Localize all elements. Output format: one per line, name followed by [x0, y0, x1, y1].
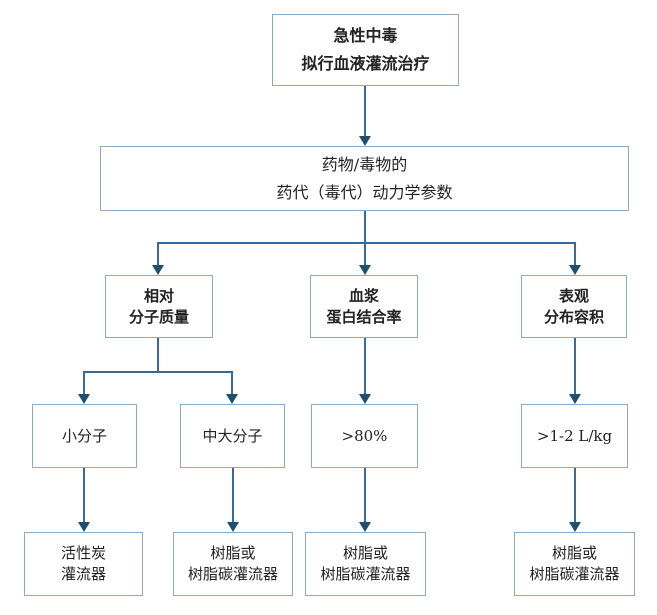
node-distribution-volume: 表观 分布容积	[521, 275, 627, 338]
node-line: >80%	[341, 426, 388, 445]
node-resin-perfusion-mw: 树脂或 树脂碳灌流器	[173, 532, 293, 596]
node-line: 药物/毒物的	[321, 154, 408, 174]
node-line: 拟行血液灌流治疗	[301, 54, 430, 73]
node-line: 血浆	[348, 286, 379, 305]
node-line: 药代（毒代）动力学参数	[276, 182, 453, 202]
node-line: 相对	[143, 286, 174, 305]
node-protein-binding: 血浆 蛋白结合率	[310, 275, 418, 338]
node-line: 小分子	[61, 426, 107, 445]
node-line: 树脂碳灌流器	[187, 565, 278, 583]
node-line: 活性炭	[60, 544, 106, 562]
node-volume-gt-1-2: >1-2 L/kg	[521, 404, 628, 468]
node-acute-poisoning: 急性中毒 拟行血液灌流治疗	[272, 14, 459, 86]
node-line: 树脂碳灌流器	[320, 565, 411, 583]
node-resin-perfusion-ppb: 树脂或 树脂碳灌流器	[305, 532, 426, 596]
node-line: 树脂或	[342, 544, 388, 562]
node-charcoal-perfusion: 活性炭 灌流器	[24, 532, 143, 596]
node-molecular-mass: 相对 分子质量	[105, 275, 213, 338]
node-line: 中大分子	[202, 426, 263, 445]
node-resin-perfusion-vd: 树脂或 树脂碳灌流器	[514, 532, 635, 596]
node-small-molecule: 小分子	[32, 404, 137, 468]
node-line: 树脂碳灌流器	[529, 565, 620, 583]
node-line: 蛋白结合率	[326, 307, 402, 326]
node-pharmacokinetic-params: 药物/毒物的 药代（毒代）动力学参数	[100, 146, 629, 211]
node-line: 树脂或	[210, 544, 256, 562]
node-line: 急性中毒	[333, 26, 398, 45]
node-line: 表观	[558, 286, 589, 305]
node-line: >1-2 L/kg	[536, 426, 613, 445]
node-line: 灌流器	[60, 565, 106, 583]
node-binding-gt-80: >80%	[311, 404, 418, 468]
node-line: 树脂或	[551, 544, 597, 562]
node-line: 分子质量	[128, 307, 189, 326]
node-mid-large-molecule: 中大分子	[180, 404, 285, 468]
node-line: 分布容积	[543, 307, 604, 326]
